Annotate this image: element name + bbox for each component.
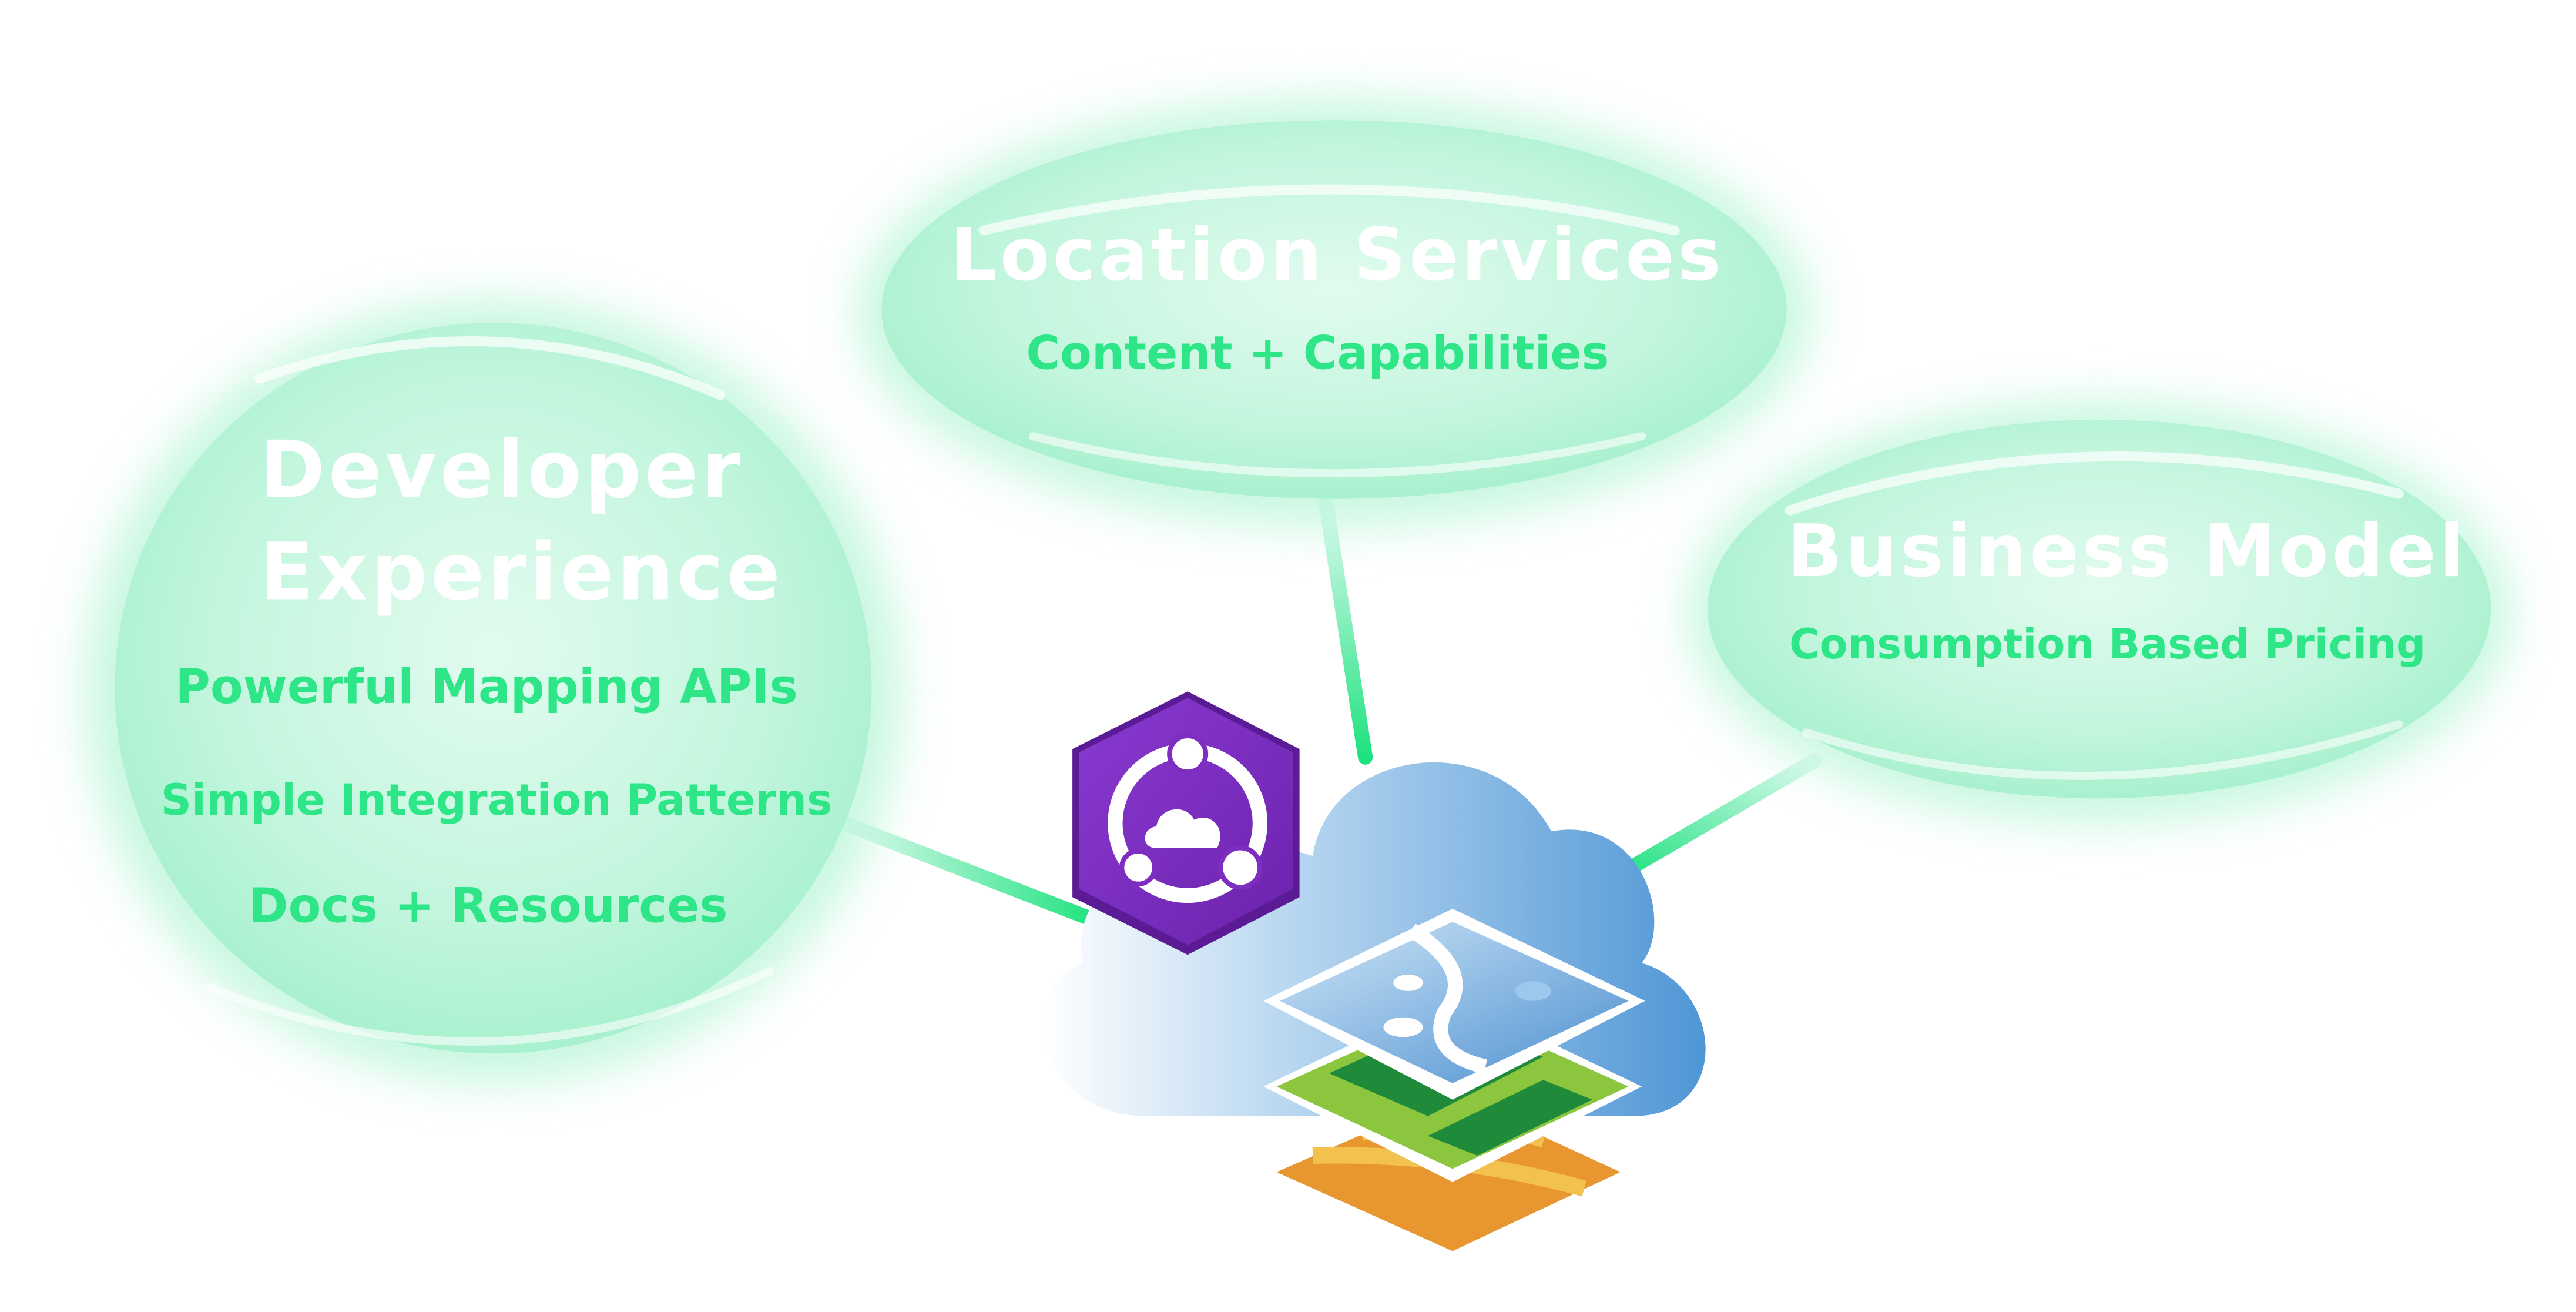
location-title: Location Services	[951, 213, 1725, 297]
map-layers-icon	[1263, 908, 1645, 1264]
developer-title-line2: Experience	[260, 526, 784, 618]
connector-location	[1318, 494, 1373, 765]
bubble-business-model: Business Model Consumption Based Pricing	[1688, 401, 2511, 824]
business-title: Business Model	[1787, 510, 2467, 594]
developer-title-line1: Developer	[260, 424, 744, 516]
platform-hexagon-icon	[1072, 691, 1300, 955]
developer-item-1: Powerful Mapping APIs	[175, 660, 798, 715]
bubble-location-services: Location Services Content + Capabilities	[857, 99, 1812, 527]
connector-business	[1609, 753, 1822, 883]
developer-item-2: Simple Integration Patterns	[161, 775, 833, 825]
connectors	[836, 494, 1822, 929]
connector-developer	[836, 815, 1106, 929]
location-subtitle: Content + Capabilities	[1026, 326, 1609, 380]
business-subtitle: Consumption Based Pricing	[1789, 620, 2426, 668]
developer-item-3: Docs + Resources	[249, 878, 727, 933]
bubble-developer-experience: Developer Experience Powerful Mapping AP…	[85, 299, 901, 1083]
